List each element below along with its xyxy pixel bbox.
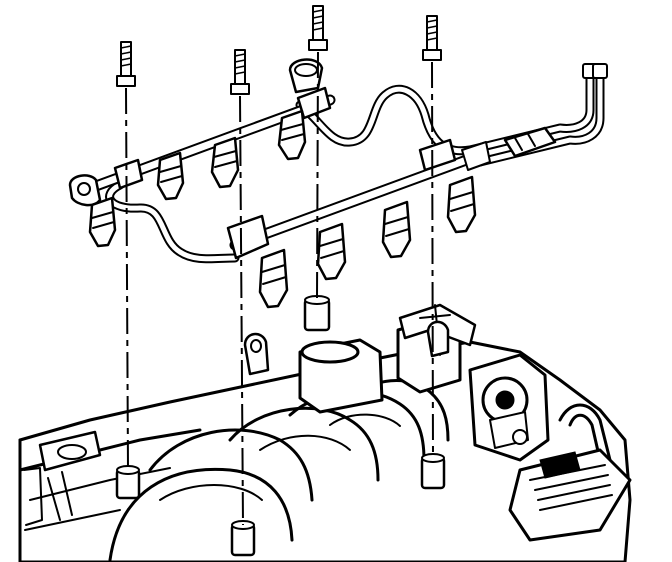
fuel-injector-3	[210, 136, 240, 189]
alignment-line-1	[125, 87, 129, 471]
fuel-lines	[105, 63, 608, 264]
fuel-injector-7	[381, 200, 412, 259]
fuel-injectors	[88, 109, 477, 309]
valve-cover-left	[18, 430, 102, 562]
mounting-bosses	[115, 295, 446, 557]
mounting-boss-3	[303, 295, 331, 332]
fuel-injector-4	[277, 109, 307, 161]
alignment-line-3	[316, 51, 319, 301]
alignment-line-2	[239, 95, 244, 526]
alignment-lines	[125, 51, 434, 526]
alignment-line-4	[431, 61, 434, 459]
fuel-injector-8	[446, 175, 477, 234]
fuel-injector-1	[88, 196, 117, 248]
intake-manifold	[18, 303, 632, 562]
bolt-1	[116, 41, 136, 87]
fuel-rail-front	[226, 138, 491, 260]
mounting-boss-4	[420, 453, 446, 490]
bolt-2	[230, 49, 250, 95]
mounting-boss-2	[230, 520, 256, 557]
throttle-body	[468, 353, 550, 462]
bolt-4	[422, 15, 442, 61]
bolts	[116, 5, 442, 95]
mounting-boss-1	[115, 465, 141, 500]
fuel-injector-6	[316, 222, 347, 281]
bolt-3	[308, 5, 328, 51]
fuel-injector-2	[156, 151, 185, 201]
coil-pack	[508, 448, 632, 542]
fuel-injector-5	[258, 248, 289, 309]
